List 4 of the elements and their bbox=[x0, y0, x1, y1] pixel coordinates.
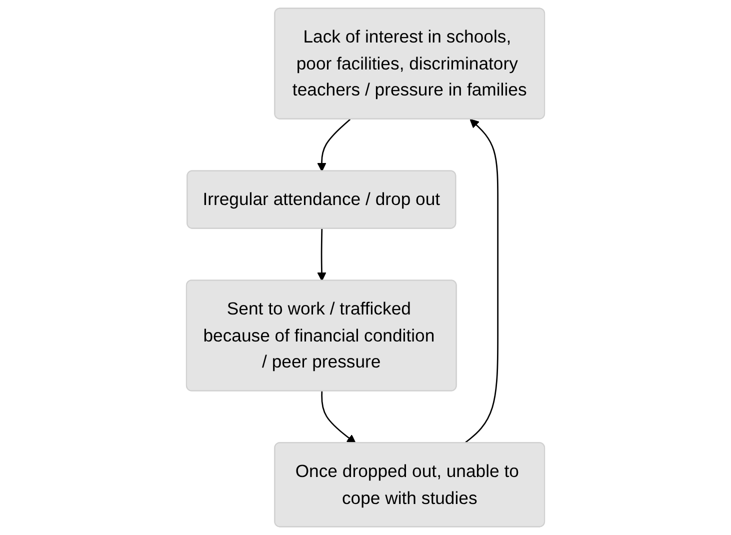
arrow bbox=[317, 228, 326, 282]
arrow bbox=[464, 118, 498, 444]
arrow bbox=[317, 118, 351, 172]
arrow bbox=[321, 391, 356, 444]
